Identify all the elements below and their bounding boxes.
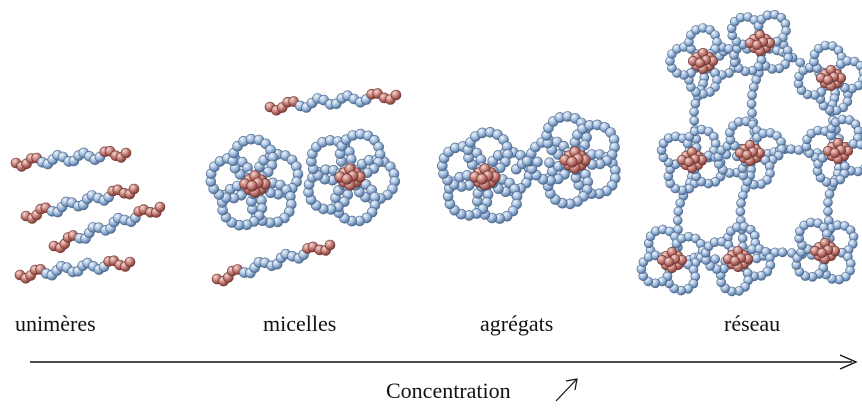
increase-arrow-line xyxy=(555,379,577,402)
increase-arrow-head xyxy=(565,378,578,391)
aggregates-group xyxy=(436,111,621,224)
micelles-group xyxy=(205,88,402,287)
label-aggregates: agrégats xyxy=(480,311,554,336)
concentration-axis-arrowhead xyxy=(839,354,858,370)
label-network: réseau xyxy=(724,311,781,336)
unimers-group xyxy=(10,146,166,284)
label-unimers: unimères xyxy=(15,311,96,336)
concentration-label: Concentration xyxy=(386,378,511,403)
network-group xyxy=(636,9,862,297)
label-micelles: micelles xyxy=(263,311,337,336)
